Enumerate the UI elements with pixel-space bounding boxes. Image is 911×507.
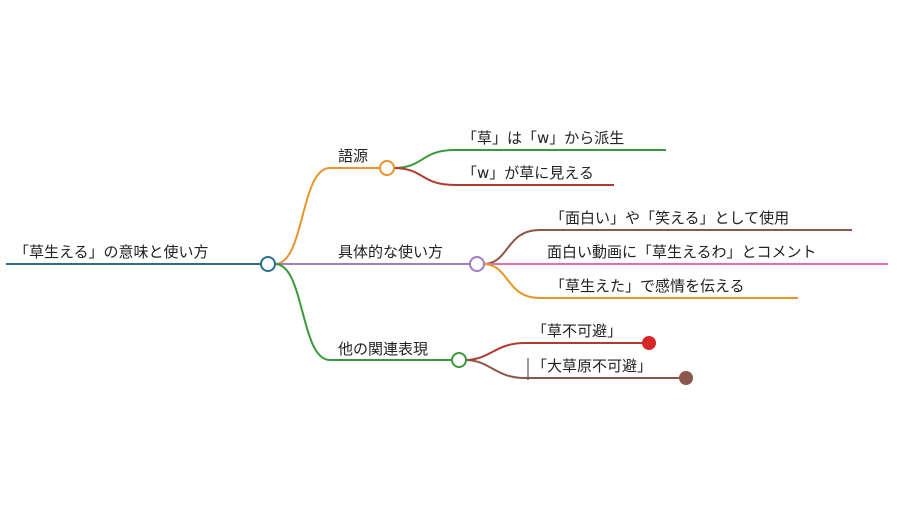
branch-label-related: 他の関連表現 <box>338 340 429 358</box>
leaf-label-related-1: 「草不可避」 <box>532 322 623 340</box>
root-label: 「草生える」の意味と使い方 <box>14 243 209 261</box>
branch-label-usage: 具体的な使い方 <box>338 243 444 261</box>
connector-usage-child-3 <box>482 263 798 299</box>
connector-root-to-origin <box>274 167 388 265</box>
leaf-dot-related-1[interactable] <box>642 336 656 350</box>
connector-related-child-1 <box>464 342 648 361</box>
connector-root-to-related <box>274 263 458 361</box>
leaf-label-usage-2: 面白い動画に「草生えるわ」とコメント <box>547 243 817 261</box>
branch-label-origin: 語源 <box>338 147 369 165</box>
leaf-label-origin-2: 「w」が草に見える <box>462 164 594 182</box>
branch-node-usage[interactable] <box>469 256 485 272</box>
root-node[interactable] <box>260 256 276 272</box>
leaf-label-usage-1: 「面白い」や「笑える」として使用 <box>550 209 790 227</box>
connector-usage-child-1 <box>482 229 852 265</box>
connector-related-child-2 <box>464 359 684 379</box>
connector-origin-child-1 <box>392 149 666 169</box>
leaf-dot-related-2[interactable] <box>679 371 693 385</box>
branch-node-related[interactable] <box>451 352 467 368</box>
leaf-label-origin-1: 「草」は「w」から派生 <box>462 129 625 147</box>
leaf-label-usage-3: 「草生えた」で感情を伝える <box>550 277 745 295</box>
branch-node-origin[interactable] <box>379 160 395 176</box>
connector-origin-child-2 <box>392 167 614 186</box>
leaf-label-related-2: 「大草原不可避」 <box>532 357 653 375</box>
